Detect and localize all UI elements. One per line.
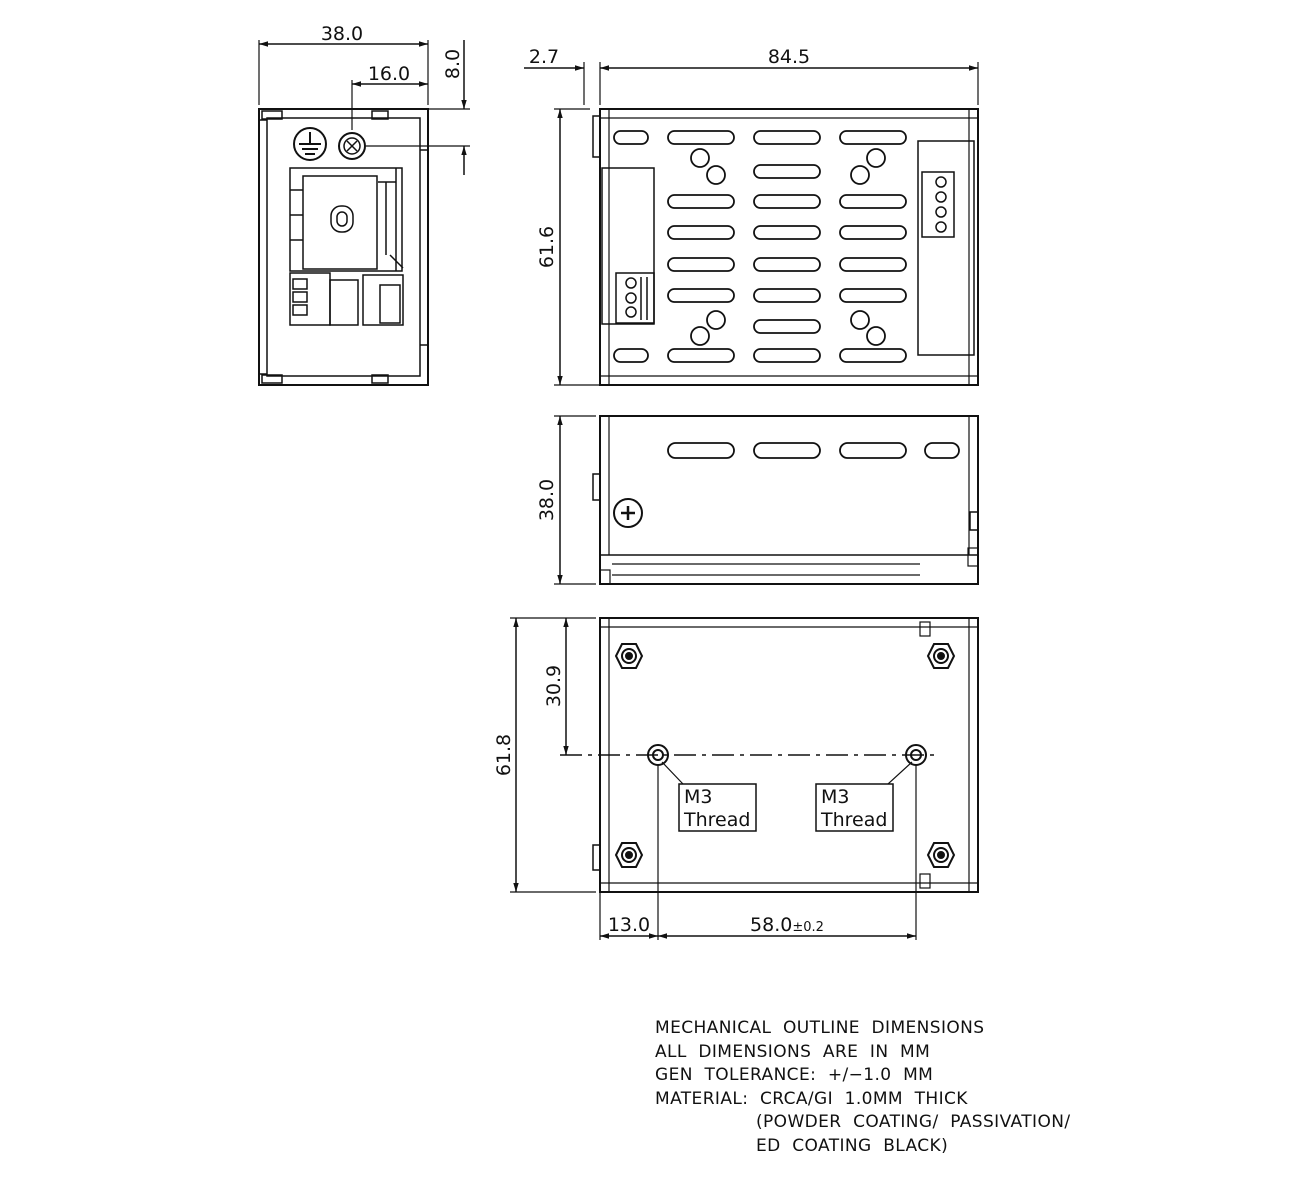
thread-callout-right-line1: M3 [821,786,849,808]
bottom-view [510,617,979,940]
standoff-icon [614,643,956,868]
dim-top-height: 61.6 [536,226,558,268]
ground-icon [293,127,327,161]
drawing-notes: MECHANICAL OUTLINE DIMENSIONS ALL DIMENS… [655,1017,1255,1158]
dim-bottom-height: 61.8 [493,734,515,776]
side-view [554,415,979,585]
dim-hole-spacing-value: 58.0 [750,914,792,936]
dim-front-width: 38.0 [321,23,363,45]
dim-hole-offset-y: 30.9 [543,665,565,707]
note-tolerance: GEN TOLERANCE: +/−1.0 MM [655,1065,934,1085]
dim-top-flange: 2.7 [529,46,559,68]
vent-slots [613,130,907,363]
internal-inductor [289,167,403,272]
dim-hole-offset-x: 13.0 [608,914,650,936]
dim-hole-spacing-tolerance: ±0.2 [792,920,824,935]
note-material: MATERIAL: CRCA/GI 1.0MM THICK [655,1088,968,1109]
top-terminal-left [615,272,655,324]
dim-hole-spacing: 58.0±0.2 [750,914,824,936]
dim-front-top-offset: 8.0 [442,49,464,79]
front-view [258,40,470,386]
thread-callout-right-line2: Thread [820,809,887,831]
screw-icon [613,498,643,528]
thread-callout-left-line2: Thread [683,809,750,831]
note-units: ALL DIMENSIONS ARE IN MM [655,1041,931,1062]
dim-front-terminal-offset: 16.0 [368,63,410,85]
note-coating-1: (POWDER COATING/ PASSIVATION/ [756,1112,1071,1132]
top-terminal-right [921,171,955,238]
dim-side-height: 38.0 [536,479,558,521]
potentiometer-icon [338,132,366,160]
dim-top-length: 84.5 [768,46,810,68]
thread-callout-left-line1: M3 [684,786,712,808]
top-view [524,62,979,386]
vent-holes [690,148,886,346]
front-terminal-block [289,254,404,326]
note-coating-2: ED COATING BLACK) [756,1135,949,1156]
note-title: MECHANICAL OUTLINE DIMENSIONS [655,1018,985,1038]
